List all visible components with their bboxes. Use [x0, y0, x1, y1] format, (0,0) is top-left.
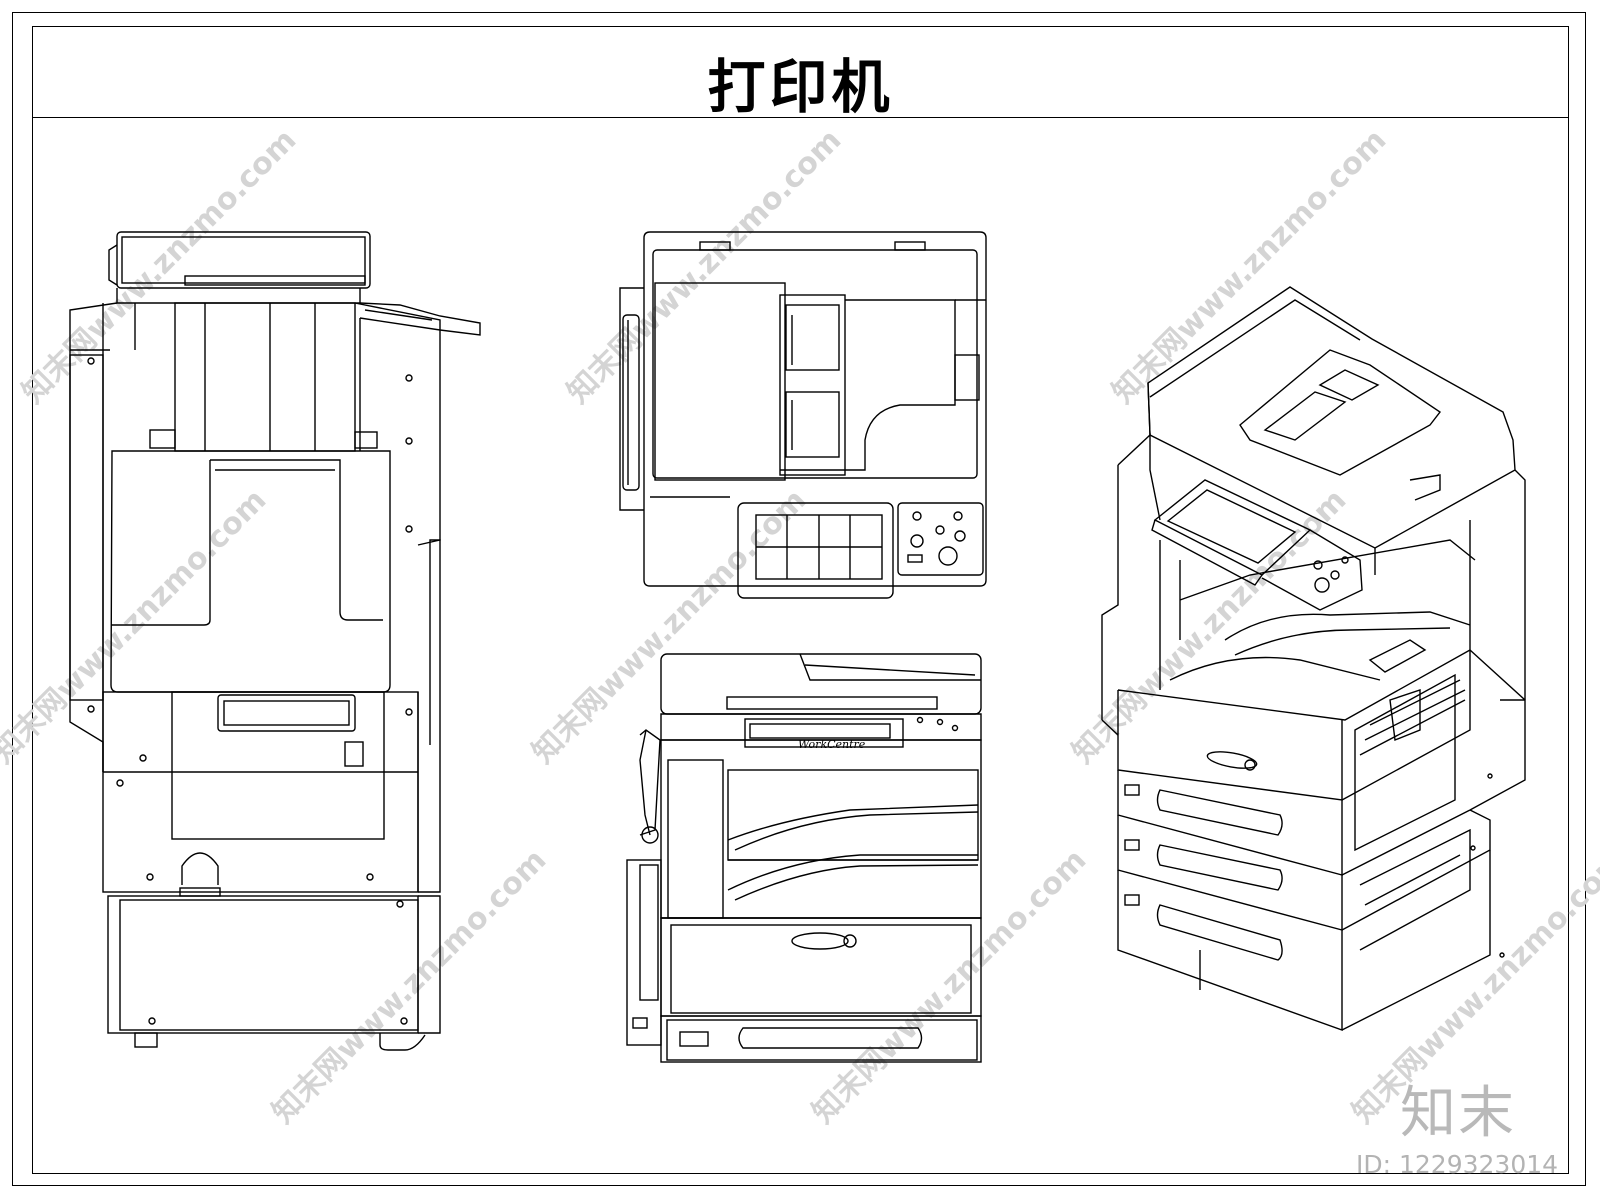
outer-frame: [12, 12, 1586, 1186]
printer-front-view: WorkCentre: [626, 653, 982, 1063]
printer-top-view: [619, 231, 987, 599]
drawing-frame: [32, 26, 1569, 1174]
id-label: ID: 1229323014: [1356, 1150, 1559, 1179]
page-title: 打印机: [707, 53, 894, 121]
side-view-model-label: WorkCentre: [798, 738, 866, 751]
printer-isometric-view: [1101, 286, 1526, 1031]
title-band: 打印机: [32, 26, 1569, 121]
brand-logo: 知末: [1400, 1081, 1516, 1146]
printer-side-view: [69, 231, 481, 1051]
